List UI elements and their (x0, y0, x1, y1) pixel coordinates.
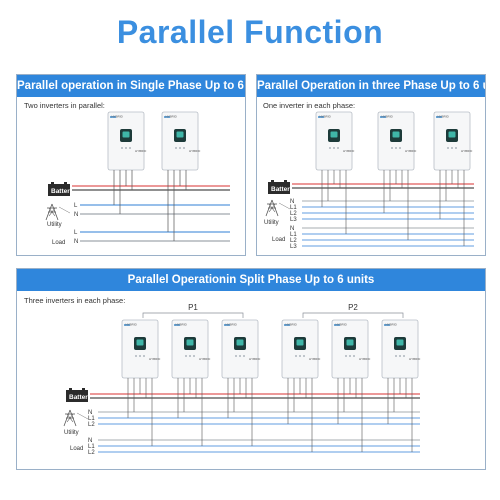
svg-text:HYBRID: HYBRID (320, 115, 332, 119)
svg-text:HYBRID: HYBRID (126, 323, 138, 327)
panel-split-phase-title: Parallel Operationin Split Phase Up to 6… (17, 269, 485, 291)
inverter-unit-icon (171, 319, 212, 379)
svg-text:HYBRID: HYBRID (386, 323, 398, 327)
inverter-unit-icon (331, 319, 372, 379)
svg-text:HYBRID: HYBRID (112, 115, 124, 119)
inverter-unit-icon (433, 111, 474, 171)
svg-text:HYBRID: HYBRID (226, 323, 238, 327)
svg-text:HYBRID: HYBRID (336, 323, 348, 327)
inverter-unit-icon (161, 111, 202, 171)
svg-text:HYBRID: HYBRID (438, 115, 450, 119)
panel-single-phase-caption: Two inverters in parallel: (24, 101, 105, 110)
svg-text:HYBRID: HYBRID (176, 323, 188, 327)
three-battery-label: Battery (271, 186, 294, 193)
three-phase-diagram: HYBRID HYBRID HYBRID Battery Utility Loa… (264, 111, 474, 250)
svg-text:HYBRID: HYBRID (166, 115, 178, 119)
svg-text:L2: L2 (290, 211, 297, 217)
panel-single-phase-title: Parallel operation in Single Phase Up to… (17, 75, 245, 97)
svg-text:L2: L2 (290, 238, 297, 244)
utility-tower-icon (45, 203, 71, 221)
single-load-label: Load (52, 240, 65, 246)
inverter-unit-icon (381, 319, 422, 379)
svg-text:L1: L1 (290, 232, 297, 238)
single-line-label-n: N (74, 212, 78, 218)
svg-text:L1: L1 (88, 416, 95, 422)
group-label-p2: P2 (348, 303, 358, 312)
panel-split-phase-caption: Three inverters in each phase: (24, 296, 126, 305)
inverter-unit-icon (315, 111, 356, 171)
svg-text:N: N (88, 410, 92, 416)
single-load-line-l: L (74, 230, 78, 236)
svg-text:N: N (290, 199, 294, 205)
svg-text:L1: L1 (88, 444, 95, 450)
inverter-unit-icon (377, 111, 418, 171)
split-phase-diagram: P1 P2 HYBRID HYBRID HYBRID HYBRID HYBRID… (63, 303, 422, 456)
svg-text:L2: L2 (88, 450, 95, 456)
inverter-unit-icon (107, 111, 148, 171)
split-battery-label: Battery (69, 394, 92, 401)
single-utility-label: Utility (47, 222, 62, 228)
panel-three-phase-title: Parallel Operation in three Phase Up to … (257, 75, 485, 97)
single-battery-label: Battery (51, 188, 74, 195)
svg-text:L2: L2 (88, 422, 95, 428)
panel-three-phase-caption: One inverter in each phase: (263, 101, 356, 110)
three-load-label: Load (272, 237, 285, 243)
svg-text:HYBRID: HYBRID (382, 115, 394, 119)
split-utility-label: Utility (64, 430, 79, 436)
group-label-p1: P1 (188, 303, 198, 312)
inverter-unit-icon (281, 319, 322, 379)
split-load-label: Load (70, 446, 83, 452)
utility-tower-icon (63, 409, 89, 427)
three-utility-label: Utility (264, 220, 279, 226)
svg-text:L1: L1 (290, 205, 297, 211)
svg-text:L3: L3 (290, 217, 297, 223)
svg-text:HYBRID: HYBRID (286, 323, 298, 327)
inverter-unit-icon (121, 319, 162, 379)
svg-text:L3: L3 (290, 244, 297, 250)
page-headline: Parallel Function (116, 14, 384, 50)
utility-tower-icon (265, 199, 291, 217)
svg-text:N: N (88, 438, 92, 444)
single-phase-diagram: HYBRID HYBRID Battery Utility Load L N L… (45, 111, 230, 246)
svg-text:N: N (290, 226, 294, 232)
single-line-label-l: L (74, 203, 78, 209)
single-load-line-n: N (74, 239, 78, 245)
inverter-unit-icon (221, 319, 262, 379)
